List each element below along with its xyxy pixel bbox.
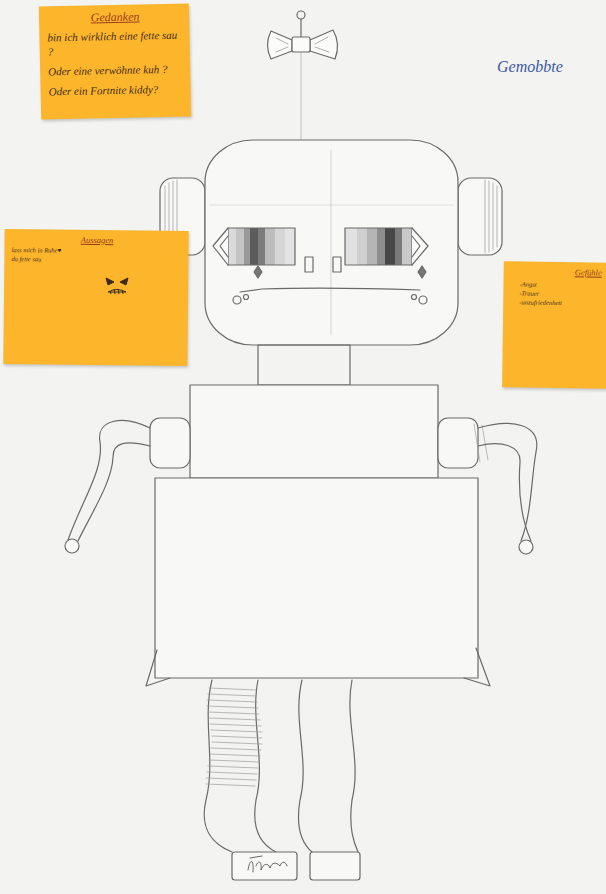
nose bbox=[305, 257, 313, 272]
hand bbox=[65, 539, 79, 553]
note-text: du fette sau bbox=[11, 255, 182, 265]
eye-stripe bbox=[244, 228, 250, 265]
eye-stripe bbox=[377, 228, 385, 265]
leg bbox=[255, 680, 276, 852]
eye-stripe bbox=[385, 228, 395, 265]
robot bbox=[65, 11, 537, 880]
eye-tip bbox=[412, 228, 428, 265]
foot bbox=[232, 852, 297, 880]
note-text: -Trauer bbox=[519, 289, 601, 298]
eye bbox=[345, 228, 412, 265]
head bbox=[205, 140, 458, 345]
angry-mouth bbox=[108, 289, 126, 294]
torso bbox=[190, 385, 438, 478]
leg-spring bbox=[206, 688, 262, 786]
leg bbox=[299, 680, 312, 852]
note-text: -Angst bbox=[520, 281, 602, 290]
note-heading: Gedanken bbox=[47, 9, 183, 26]
eye-stripe bbox=[345, 228, 357, 265]
eye-stripe bbox=[265, 228, 275, 265]
tear bbox=[418, 266, 426, 278]
skirt-flare bbox=[146, 648, 490, 686]
sticky-note: Gefühle -Angst-Trauer-unzufriedenheit bbox=[502, 261, 606, 388]
skirt bbox=[155, 478, 478, 678]
eye-stripe bbox=[236, 228, 244, 265]
eye-stripe bbox=[275, 228, 285, 265]
shoulder-hatching bbox=[474, 424, 488, 462]
eye-stripe bbox=[402, 228, 412, 265]
signature-scribble bbox=[248, 856, 287, 872]
guide-line bbox=[210, 205, 453, 206]
shoulder bbox=[150, 418, 190, 468]
cheek bbox=[244, 295, 249, 300]
bow-knot bbox=[292, 37, 310, 52]
ear bbox=[458, 178, 502, 255]
eye-stripe bbox=[250, 228, 258, 265]
bow-wing bbox=[268, 31, 293, 59]
leg bbox=[350, 680, 358, 852]
eye-stripe bbox=[357, 228, 367, 265]
sticky-note: Gedanken bin ich wirklich eine fette sau … bbox=[39, 3, 191, 119]
arm bbox=[478, 444, 531, 541]
note-text: lass mich in Ruhe♥ bbox=[11, 246, 182, 256]
cheek bbox=[233, 296, 241, 304]
bow-wing bbox=[310, 30, 338, 59]
note-text: Oder ein Fortnite kiddy? bbox=[48, 83, 184, 99]
antenna bbox=[300, 19, 301, 38]
guide-line bbox=[331, 150, 332, 335]
note-heading: Gefühle bbox=[520, 266, 602, 277]
angry-eye bbox=[120, 278, 128, 285]
eye-stripe bbox=[367, 228, 377, 265]
note-text: Oder eine verwöhnte kuh ? bbox=[48, 62, 184, 78]
eye-stripe bbox=[285, 228, 295, 265]
eye-stripe bbox=[395, 228, 402, 265]
eye-outline bbox=[345, 228, 412, 265]
arm bbox=[478, 423, 537, 541]
arm bbox=[68, 420, 150, 540]
eye bbox=[228, 228, 295, 265]
sticky-note: Aussagenlass mich in Ruhe♥du fette sau bbox=[3, 229, 188, 366]
neck bbox=[258, 345, 350, 385]
cheek bbox=[419, 296, 427, 304]
tear bbox=[254, 266, 262, 278]
ear-hatching bbox=[485, 180, 497, 253]
arm bbox=[78, 443, 150, 541]
eye-tip bbox=[213, 228, 228, 265]
antenna-ball bbox=[297, 11, 305, 19]
cheek bbox=[412, 295, 417, 300]
antenna-line bbox=[301, 52, 302, 140]
bow-folds bbox=[276, 37, 329, 52]
hand bbox=[519, 540, 533, 554]
nose bbox=[333, 257, 341, 272]
eye-stripe bbox=[258, 228, 265, 265]
angry-eye bbox=[106, 278, 114, 285]
angry-face bbox=[106, 278, 128, 294]
eye-outline bbox=[228, 228, 295, 265]
note-heading: Aussagen bbox=[12, 234, 183, 246]
mouth bbox=[240, 288, 420, 292]
note-text: bin ich wirklich eine fette sau ? bbox=[47, 29, 184, 58]
note-text: -unzufriedenheit bbox=[519, 298, 601, 307]
foot bbox=[310, 852, 360, 880]
poster-title: Gemobbte bbox=[497, 58, 563, 76]
eye-stripe bbox=[228, 228, 236, 265]
shoulder bbox=[438, 418, 478, 468]
